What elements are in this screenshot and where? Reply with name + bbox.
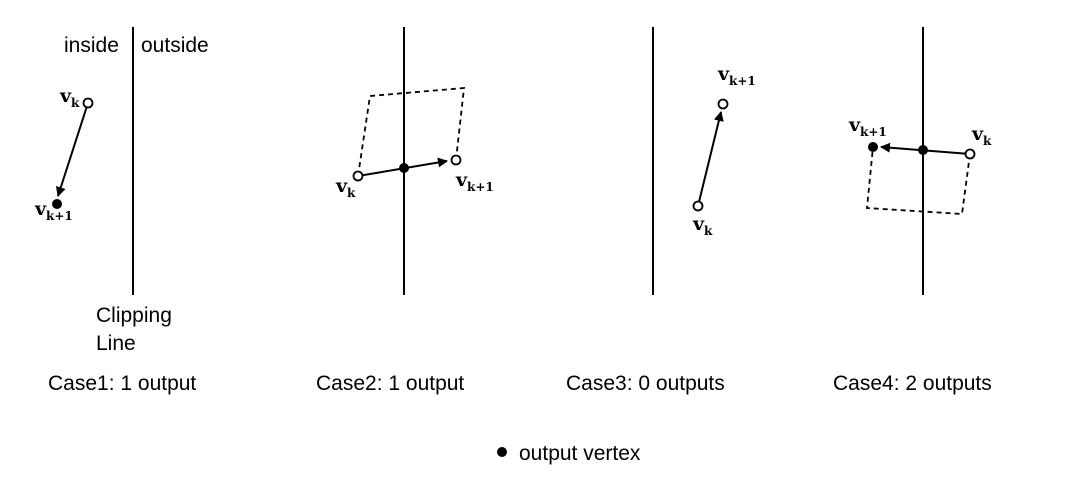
case3-caption: Case3: 0 outputs xyxy=(566,372,725,395)
case3-vk1-label: vk+1 xyxy=(717,63,756,88)
case3-vk-vertex xyxy=(692,200,704,212)
outside-label: outside xyxy=(141,34,209,57)
case2-vk-vertex xyxy=(352,170,364,182)
case4-vk-vertex xyxy=(964,148,976,160)
case4-panel: vk+1 vk Case4: 2 outputs xyxy=(833,27,992,395)
case4-vk1-label: vk+1 xyxy=(848,114,887,139)
case2-dashed-outline xyxy=(357,87,466,177)
case1-panel: inside outside vk vk+1 Clipping Line Cas… xyxy=(34,27,209,395)
case1-caption: Case1: 1 output xyxy=(48,372,196,395)
case3-vk1-vertex xyxy=(717,98,729,110)
case1-edge-arrow xyxy=(56,102,89,197)
case2-vk1-vertex xyxy=(450,154,462,166)
case4-intersection-output-vertex xyxy=(918,145,928,155)
case3-edge-arrow xyxy=(697,111,724,207)
legend-text: output vertex xyxy=(519,442,641,465)
case1-vk1-label: vk+1 xyxy=(34,198,73,223)
case4-caption: Case4: 2 outputs xyxy=(833,372,992,395)
case1-vk1-output-vertex xyxy=(52,199,62,209)
legend-output-vertex-dot xyxy=(497,447,507,457)
case4-vk1-output-vertex xyxy=(868,142,878,152)
legend: output vertex xyxy=(497,442,641,465)
case2-panel: vk vk+1 Case2: 1 output xyxy=(316,27,494,395)
case3-panel: vk+1 vk Case3: 0 outputs xyxy=(566,27,756,395)
case1-vk-label: vk xyxy=(59,85,80,110)
case4-dashed-outline xyxy=(866,146,971,215)
clipping-line-label-1: Clipping xyxy=(96,304,172,327)
case2-vk1-label: vk+1 xyxy=(455,169,494,194)
case2-intersection-output-vertex xyxy=(399,163,409,173)
clipping-line-label-2: Line xyxy=(96,332,136,355)
case2-vk-label: vk xyxy=(335,175,356,200)
case2-caption: Case2: 1 output xyxy=(316,372,464,395)
case1-vk-vertex xyxy=(82,97,94,109)
case4-vk-label: vk xyxy=(971,123,992,148)
inside-label: inside xyxy=(64,34,119,57)
case3-vk-label: vk xyxy=(692,213,713,238)
